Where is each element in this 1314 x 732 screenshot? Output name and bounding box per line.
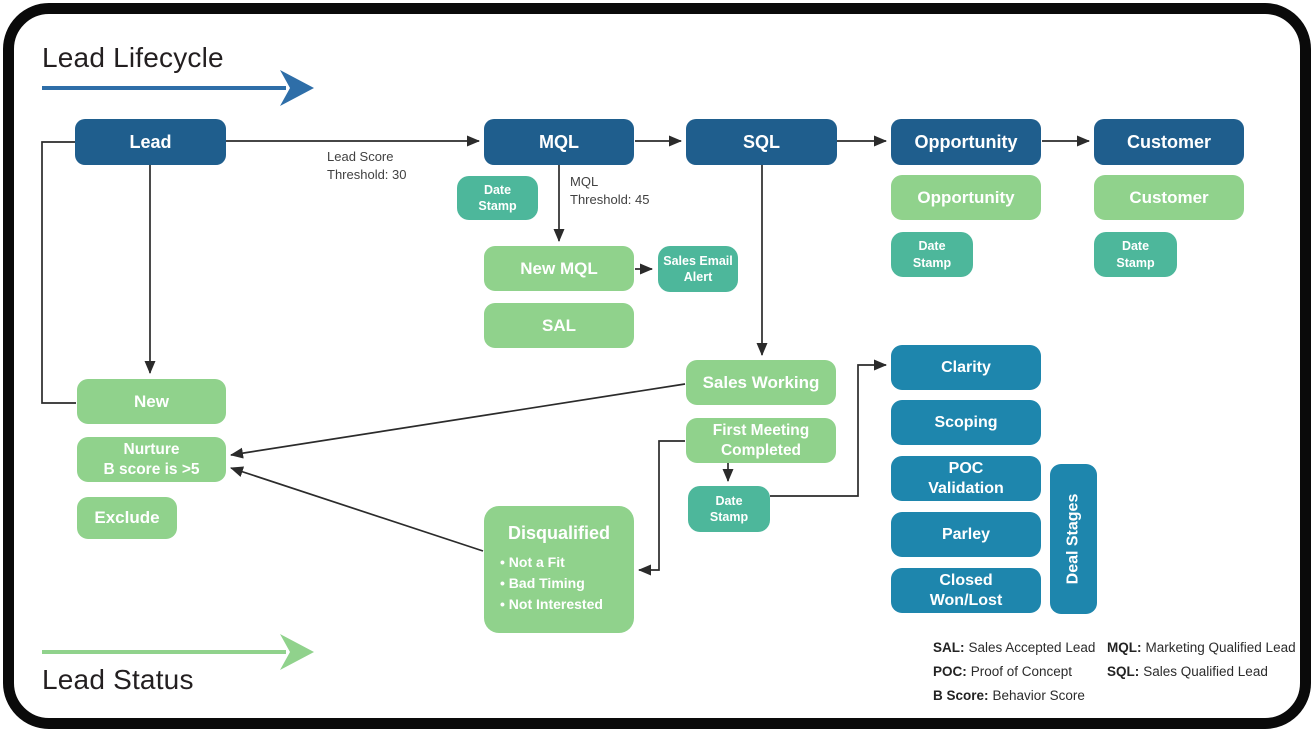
node-sql: SQL (686, 119, 837, 165)
page-title: Lead Lifecycle (42, 42, 224, 73)
disqualified-bullet: • Not Interested (500, 595, 603, 612)
node-new-mql: New MQL (484, 246, 634, 291)
legend-def: Sales Qualified Lead (1143, 664, 1268, 679)
label-mql-threshold: MQL Threshold: 45 (570, 174, 650, 207)
deal-stages-label: Deal Stages (1064, 493, 1082, 585)
node-sales-working: Sales Working (686, 360, 836, 405)
legend-item: SAL:Sales Accepted Lead (933, 640, 1095, 655)
legend-column-1: SAL:Sales Accepted Lead POC:Proof of Con… (933, 640, 1095, 712)
node-poc-validation: POC Validation (891, 456, 1041, 501)
node-closed-won-lost: Closed Won/Lost (891, 568, 1041, 613)
node-opportunity-status: Opportunity (891, 175, 1041, 220)
node-first-meeting-completed: First Meeting Completed (686, 418, 836, 463)
legend-item: SQL:Sales Qualified Lead (1107, 664, 1296, 679)
edge-sales-working-nurture (230, 383, 686, 459)
legend-def: Marketing Qualified Lead (1145, 640, 1296, 655)
legend-term: POC: (933, 664, 967, 679)
node-nurture: Nurture B score is >5 (77, 437, 226, 482)
node-sal: SAL (484, 303, 634, 348)
legend-item: B Score:Behavior Score (933, 688, 1095, 703)
disqualified-title: Disqualified (507, 523, 610, 543)
lifecycle-arrow (42, 70, 314, 106)
node-sales-email-alert: Sales Email Alert (658, 246, 738, 292)
legend-column-2: MQL:Marketing Qualified Lead SQL:Sales Q… (1107, 640, 1296, 688)
node-customer-status: Customer (1094, 175, 1244, 220)
node-clarity: Clarity (891, 345, 1041, 390)
edge-lead-new-side-loop (41, 141, 76, 404)
disqualified-bullet: • Bad Timing (500, 574, 585, 591)
node-parley: Parley (891, 512, 1041, 557)
node-exclude: Exclude (77, 497, 177, 539)
node-deal-stages: Deal Stages (1050, 464, 1097, 614)
legend-term: SQL: (1107, 664, 1140, 679)
edge-disqualified-nurture (230, 466, 484, 552)
footer-title: Lead Status (42, 664, 194, 695)
legend-item: MQL:Marketing Qualified Lead (1107, 640, 1296, 655)
disqualified-bullet: • Not a Fit (500, 553, 565, 570)
node-date-stamp-mql: Date Stamp (457, 176, 538, 220)
legend-term: SAL: (933, 640, 965, 655)
node-opportunity: Opportunity (891, 119, 1041, 165)
legend-term: MQL: (1107, 640, 1142, 655)
node-date-stamp-meeting: Date Stamp (688, 486, 770, 532)
legend-item: POC:Proof of Concept (933, 664, 1095, 679)
node-disqualified: Disqualified • Not a Fit • Bad Timing • … (484, 506, 634, 633)
node-scoping: Scoping (891, 400, 1041, 445)
label-lead-score-threshold: Lead Score Threshold: 30 (327, 149, 407, 182)
node-new: New (77, 379, 226, 424)
legend-def: Sales Accepted Lead (968, 640, 1096, 655)
legend-term: B Score: (933, 688, 989, 703)
legend-def: Behavior Score (992, 688, 1085, 703)
status-arrow (42, 634, 314, 670)
node-customer: Customer (1094, 119, 1244, 165)
node-mql: MQL (484, 119, 634, 165)
node-date-stamp-opportunity: Date Stamp (891, 232, 973, 277)
node-lead: Lead (75, 119, 226, 165)
legend-def: Proof of Concept (970, 664, 1073, 679)
edge-first-meeting-disqualified (638, 440, 685, 576)
edge-date-stamp-clarity (770, 359, 887, 497)
node-date-stamp-customer: Date Stamp (1094, 232, 1177, 277)
